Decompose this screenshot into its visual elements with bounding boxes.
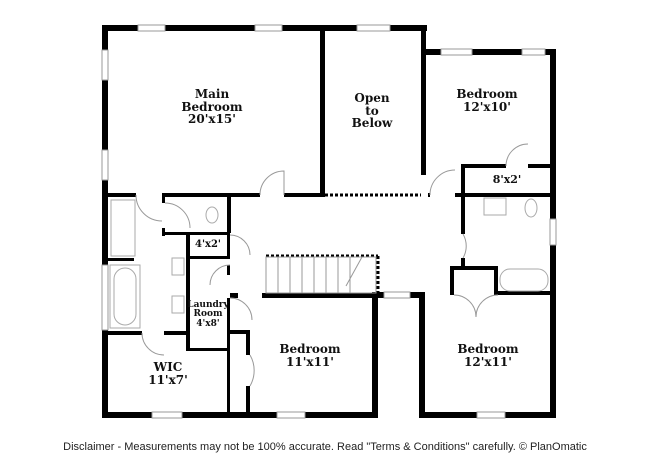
room-label: Room xyxy=(193,309,223,320)
disclaimer: Disclaimer - Measurements may not be 100… xyxy=(63,441,587,453)
room-size: 11'x11' xyxy=(286,354,334,369)
railing xyxy=(266,193,421,293)
doors xyxy=(135,143,529,387)
stairs xyxy=(265,256,377,294)
windows xyxy=(101,24,557,419)
room-label: Bedroom xyxy=(181,99,243,114)
room-size: 4'x2' xyxy=(194,239,222,250)
room-label: Laundry xyxy=(187,300,229,310)
room-label: Bedroom xyxy=(457,342,519,356)
sink-right xyxy=(483,197,507,216)
bathtub-right xyxy=(499,268,549,292)
room-closet-4x2: 4'x2' xyxy=(194,239,222,251)
room-label: WIC xyxy=(153,360,183,374)
room-size: 11'x7' xyxy=(148,372,188,387)
fixtures xyxy=(109,197,549,329)
room-label: Bedroom xyxy=(456,87,518,101)
room-bedroom-s: Bedroom 11'x11' xyxy=(279,343,340,368)
toilet-right xyxy=(524,198,538,218)
room-label: Open xyxy=(354,91,390,105)
room-size: 20'x15' xyxy=(188,112,236,127)
room-size: 8'x2' xyxy=(492,173,522,186)
room-label: Bedroom xyxy=(279,342,341,356)
room-closet-8x2: 8'x2' xyxy=(493,174,522,186)
shower xyxy=(110,199,136,257)
room-size: 4'x8' xyxy=(196,318,220,329)
room-label: to xyxy=(365,103,379,118)
room-size: 12'x11' xyxy=(464,354,512,369)
room-bedroom-ne: Bedroom 12'x10' xyxy=(456,88,517,113)
room-open-to-below: Open to Below xyxy=(352,92,393,130)
toilet-left xyxy=(205,206,219,224)
room-wic: WIC 11'x7' xyxy=(148,361,188,386)
walls xyxy=(102,25,556,418)
room-laundry: Laundry Room 4'x8' xyxy=(187,300,229,329)
sink xyxy=(171,257,185,276)
room-label: Below xyxy=(351,116,393,131)
room-label: Main xyxy=(194,87,230,101)
room-main-bedroom: Main Bedroom 20'x15' xyxy=(181,88,242,126)
room-size: 12'x10' xyxy=(463,99,511,114)
sink xyxy=(171,295,185,314)
room-bedroom-se: Bedroom 12'x11' xyxy=(457,343,518,368)
